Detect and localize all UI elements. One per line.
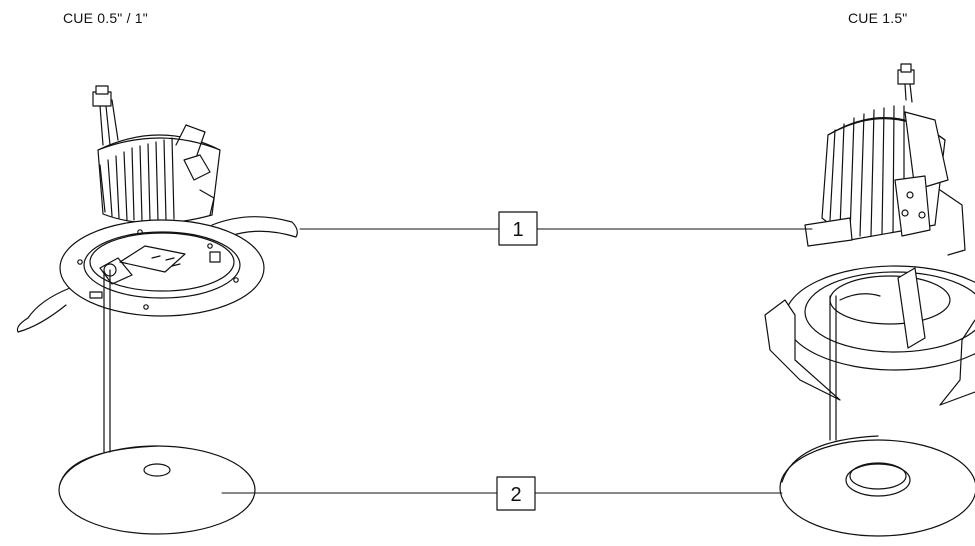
right-connector: [897, 63, 915, 103]
callout-1: 1: [299, 211, 813, 246]
right-mounting-clips: [764, 299, 975, 406]
right-fixture: [764, 63, 975, 406]
left-connector: [92, 85, 119, 146]
right-leader-lines: [829, 295, 837, 441]
right-model-label: CUE 1.5": [848, 10, 908, 26]
callout-1-number: 1: [512, 219, 523, 241]
callout-2: 2: [221, 476, 783, 511]
left-fixture: [16, 85, 298, 333]
left-heatsink: [97, 124, 221, 224]
left-model-label: CUE 0.5" / 1": [63, 10, 148, 26]
right-trim-disc: [779, 435, 975, 537]
callout-2-number: 2: [510, 484, 521, 506]
right-trim-ring: [784, 265, 975, 371]
left-trim-disc: [58, 445, 256, 535]
right-heatsink: [804, 105, 966, 256]
left-springs: [16, 216, 298, 333]
left-leader-lines: [103, 269, 111, 453]
left-trim-ring: [59, 219, 265, 317]
